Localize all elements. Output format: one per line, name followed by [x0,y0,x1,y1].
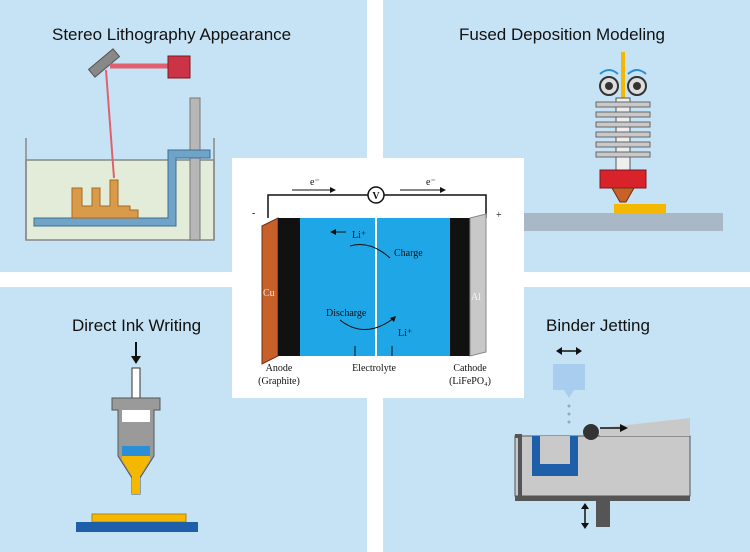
plus-terminal: + [496,210,502,221]
electron-left-label: e⁻ [310,177,320,188]
build-platform [33,149,211,227]
mirror [87,48,121,78]
rotation-arrow-left [599,69,619,75]
minus-terminal: - [252,208,255,219]
rotation-arrow-right [627,69,647,75]
cathode-material: (LiFePO₄) [449,376,491,387]
sla-title: Stereo Lithography Appearance [52,25,292,44]
plunger [122,446,150,456]
binder-droplets [567,404,571,424]
anode-electrode [278,218,300,356]
voltmeter [367,186,385,204]
electrolyte-label: Electrolyte [352,363,396,374]
electron-right-label: e⁻ [426,177,436,188]
cathode-electrode [450,218,470,356]
build-piston [515,496,690,501]
anode-material: (Graphite) [258,376,300,387]
bj-title: Binder Jetting [546,316,650,335]
charge-label: Charge [394,248,423,259]
al-label: Al [471,292,481,303]
li-ion-bottom: Li⁺ [398,328,412,339]
printhead [553,364,585,390]
voltmeter-label: V [372,191,380,202]
laser-source [167,55,191,79]
printed-part [71,179,139,219]
cathode-label: Cathode [453,363,487,374]
discharge-label: Discharge [326,308,367,319]
ink [122,456,150,494]
diw-substrate [76,522,198,532]
fdm-title: Fused Deposition Modeling [459,25,666,44]
heat-sink [595,97,651,171]
fdm-bed [521,213,723,231]
fdm-deposit [614,204,666,213]
diw-title: Direct Ink Writing [72,316,202,335]
cu-label: Cu [263,288,275,299]
roller [583,424,599,440]
roller-direction-arrow [620,424,628,432]
li-ion-top: Li⁺ [352,230,366,241]
nozzle [611,187,635,203]
laser-beam-down [105,69,115,179]
elevator-rod [189,97,201,241]
aluminum-collector [469,213,487,357]
anode-label: Anode [266,363,293,374]
